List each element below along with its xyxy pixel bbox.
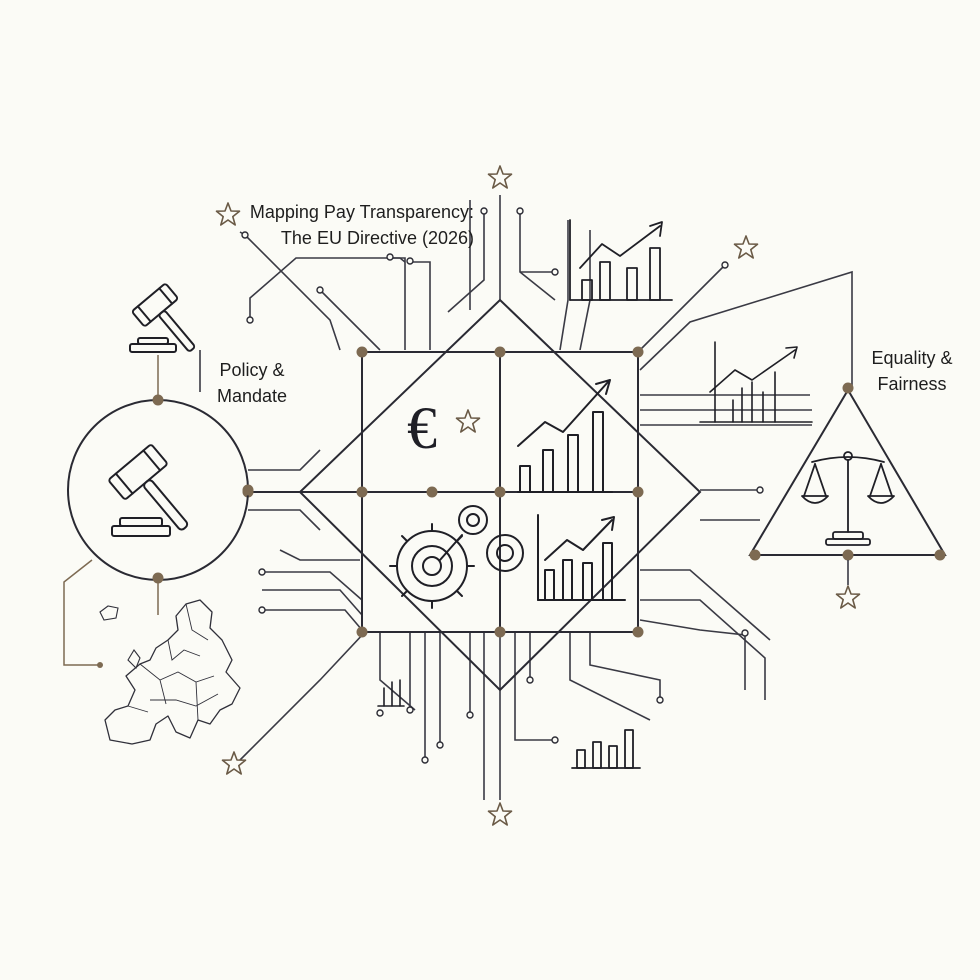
trace-endpoints: [97, 207, 764, 764]
title-line-2: The EU Directive (2026): [281, 228, 474, 248]
gavel-icon: [108, 444, 189, 537]
policy-circle: [67, 399, 249, 581]
equality-label: Equality & Fairness: [871, 348, 952, 394]
star-icon: [455, 409, 481, 433]
policy-label: Policy & Mandate: [217, 360, 287, 406]
equality-label-line-2: Fairness: [877, 374, 946, 394]
hub-nodes: [242, 346, 644, 638]
equality-triangle: [748, 382, 947, 585]
europe-map-icon: [99, 599, 241, 745]
bar-chart-icon: [571, 729, 641, 769]
circuit-traces: [63, 195, 853, 800]
star-icon: [835, 585, 861, 609]
scales-of-justice-icon: [801, 451, 895, 546]
policy-label-line-2: Mandate: [217, 386, 287, 406]
bar-chart-trend-icon: [569, 219, 673, 301]
bar-chart-trend-icon: [699, 341, 813, 423]
gavel-icon: [129, 283, 196, 353]
star-icon: [221, 751, 247, 775]
central-hub: €: [242, 298, 702, 692]
decorative-stars: [215, 165, 861, 826]
gears-icon: [389, 505, 524, 609]
star-icon: [215, 202, 241, 226]
star-icon: [487, 165, 513, 189]
star-icon: [487, 802, 513, 826]
policy-label-line-1: Policy &: [219, 360, 284, 380]
bar-chart-trend-icon: [517, 379, 613, 493]
title-block: Mapping Pay Transparency: The EU Directi…: [250, 202, 474, 248]
title-line-1: Mapping Pay Transparency:: [250, 202, 474, 222]
equality-label-line-1: Equality &: [871, 348, 952, 368]
star-icon: [733, 235, 759, 259]
euro-icon: €: [407, 395, 437, 461]
bar-chart-icon: [377, 679, 405, 707]
bar-chart-trend-icon: [537, 514, 626, 601]
